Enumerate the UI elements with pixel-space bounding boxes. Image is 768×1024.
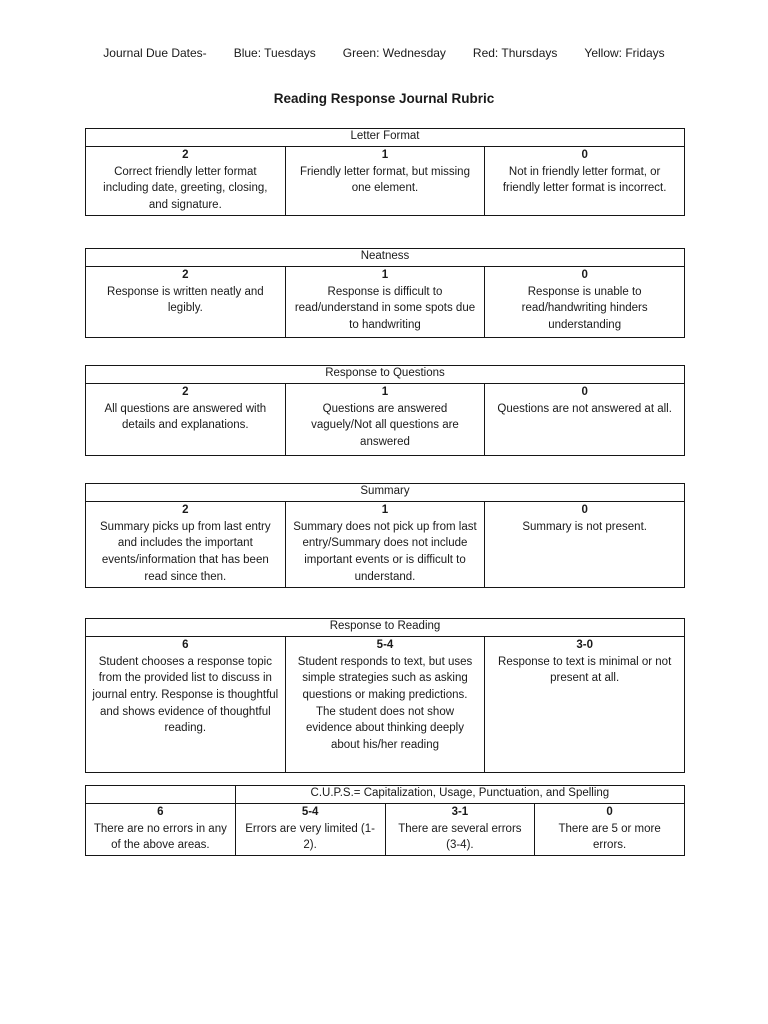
score-value: 0 — [581, 149, 588, 161]
criteria-text: Questions are not answered at all. — [497, 402, 672, 415]
criteria-text: Response is unable to read/handwriting h… — [521, 285, 648, 332]
table-title: Letter Format — [85, 128, 685, 147]
score-value: 1 — [381, 149, 389, 161]
criteria-text: Correct friendly letter format including… — [103, 165, 268, 212]
criteria-text: Response is difficult to read/understand… — [294, 285, 476, 332]
criteria-text: Errors are very limited (1-2). — [245, 822, 375, 852]
score-value: 0 — [581, 269, 588, 281]
score-value: 1 — [381, 504, 389, 516]
score-value: 1 — [381, 269, 389, 281]
criteria-text: Response to text is minimal or not prese… — [498, 655, 672, 685]
table-title: Neatness — [85, 248, 685, 267]
table-title: C.U.P.S.= Capitalization, Usage, Punctua… — [234, 785, 686, 804]
score-value: 2 — [182, 504, 189, 516]
criteria-text: Student responds to text, but uses simpl… — [297, 655, 473, 752]
table-title: Response to Reading — [85, 618, 685, 637]
criteria-text: Friendly letter format, but missing one … — [299, 165, 470, 195]
due-date-blue: Blue: Tuesdays — [233, 46, 316, 60]
score-value: 0 — [581, 504, 588, 516]
score-value: 0 — [606, 806, 613, 818]
score-value: 2 — [182, 269, 189, 281]
score-value: 3-1 — [451, 806, 469, 818]
due-date-red: Red: Thursdays — [472, 46, 558, 60]
empty-header-cell — [85, 785, 236, 804]
journal-due-dates-line: Journal Due Dates- Blue: Tuesdays Green:… — [0, 46, 768, 60]
score-value: 6 — [157, 806, 164, 818]
criteria-text: Summary does not pick up from last entry… — [293, 520, 477, 583]
score-value: 3-0 — [576, 639, 593, 651]
score-value: 1 — [381, 386, 389, 398]
table-title: Summary — [85, 483, 685, 502]
score-value: 5-4 — [376, 639, 394, 651]
criteria-text: Summary is not present. — [522, 520, 647, 533]
rubric-table-cups: C.U.P.S.= Capitalization, Usage, Punctua… — [85, 785, 686, 857]
criteria-text: Summary picks up from last entry and inc… — [100, 520, 271, 583]
criteria-text: There are several errors (3-4). — [398, 822, 522, 852]
score-value: 6 — [182, 639, 189, 651]
table-title: Response to Questions — [85, 365, 685, 384]
score-value: 2 — [182, 386, 189, 398]
criteria-text: Response is written neatly and legibly. — [107, 285, 264, 315]
criteria-text: There are 5 or more errors. — [558, 822, 661, 852]
criteria-text: Questions are answered vaguely/Not all q… — [311, 402, 459, 449]
criteria-text: All questions are answered with details … — [104, 402, 267, 432]
due-date-yellow: Yellow: Fridays — [584, 46, 665, 60]
criteria-text: There are no errors in any of the above … — [93, 822, 227, 852]
due-date-green: Green: Wednesday — [342, 46, 446, 60]
criteria-text: Not in friendly letter format, or friend… — [502, 165, 667, 195]
score-value: 5-4 — [301, 806, 319, 818]
criteria-text: Student chooses a response topic from th… — [92, 655, 279, 735]
score-value: 0 — [581, 386, 588, 398]
due-dates-label: Journal Due Dates- — [103, 46, 207, 60]
page-title: Reading Response Journal Rubric — [273, 91, 495, 106]
score-value: 2 — [182, 149, 189, 161]
